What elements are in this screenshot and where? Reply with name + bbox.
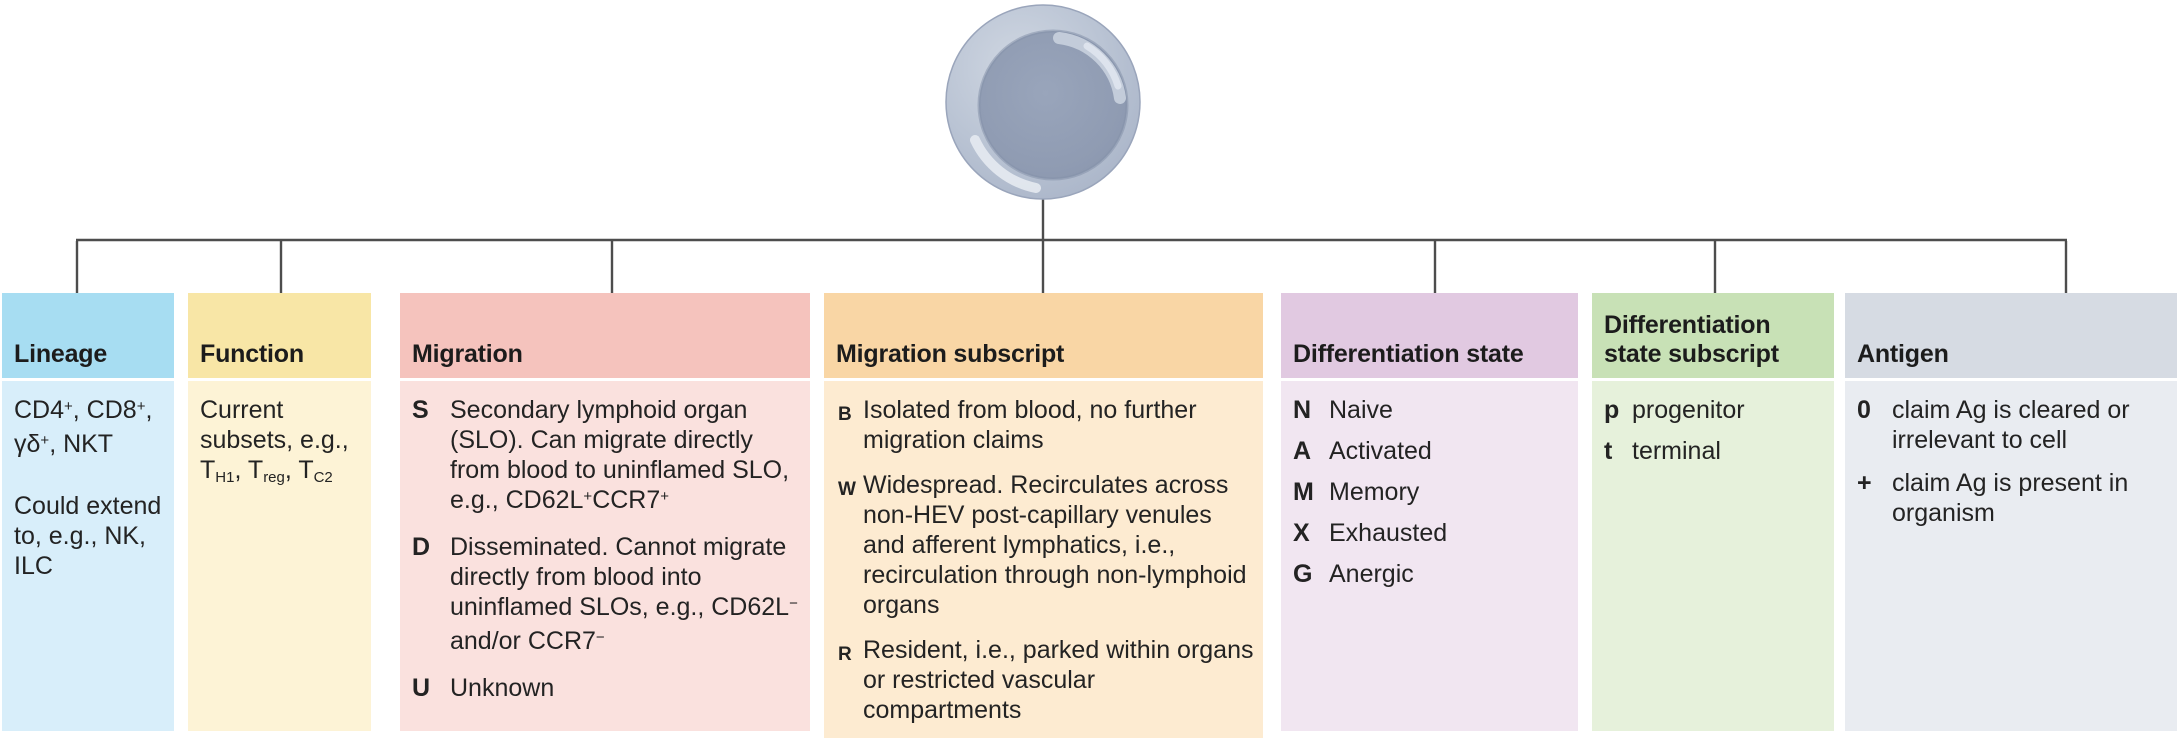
item-subscript-letter: R bbox=[838, 644, 852, 665]
cell-nucleus-rim bbox=[977, 29, 1129, 181]
item-text: Disseminated. Cannot migrate directly fr… bbox=[450, 533, 798, 655]
column-differentiation-state: Differentiation state N Naive A Activate… bbox=[1281, 293, 1578, 731]
cell-icon bbox=[945, 4, 1141, 200]
item-text: Anergic bbox=[1329, 560, 1414, 588]
legend-item-S: S Secondary lymphoid organ (SLO). Can mi… bbox=[412, 395, 802, 519]
column-antigen-body: 0 claim Ag is cleared or irrelevant to c… bbox=[1845, 381, 2177, 731]
column-migration-subscript-body: B Isolated from blood, no further migrat… bbox=[824, 381, 1263, 738]
item-letter: t bbox=[1604, 437, 1613, 465]
column-migration-subscript-header: Migration subscript bbox=[824, 293, 1263, 378]
item-text: Secondary lymphoid organ (SLO). Can migr… bbox=[450, 396, 790, 514]
column-antigen-header: Antigen bbox=[1845, 293, 2177, 378]
legend-item-0: 0 claim Ag is cleared or irrelevant to c… bbox=[1857, 395, 2169, 455]
item-text: claim Ag is present in organism bbox=[1892, 469, 2129, 527]
column-differentiation-state-header: Differentiation state bbox=[1281, 293, 1578, 378]
legend-item-R: R Resident, i.e., parked within organs o… bbox=[838, 635, 1255, 725]
column-lineage-title: Lineage bbox=[14, 340, 108, 368]
legend-item-M: M Memory bbox=[1293, 477, 1570, 507]
column-function-body: Current subsets, e.g., TH1, Treg, TC2 bbox=[188, 381, 371, 731]
legend-item-W: W Widespread. Recirculates across non-HE… bbox=[838, 470, 1255, 620]
column-function: Function Current subsets, e.g., TH1, Tre… bbox=[188, 293, 371, 731]
item-letter: 0 bbox=[1857, 396, 1871, 424]
item-text: Naive bbox=[1329, 396, 1393, 424]
cell-nucleus bbox=[979, 31, 1127, 179]
column-migration-title: Migration bbox=[412, 340, 523, 368]
item-text: Resident, i.e., parked within organs or … bbox=[863, 636, 1254, 724]
column-differentiation-state-title: Differentiation state bbox=[1293, 340, 1524, 368]
item-text: progenitor bbox=[1632, 396, 1745, 424]
column-migration-body: S Secondary lymphoid organ (SLO). Can mi… bbox=[400, 381, 810, 731]
item-letter: U bbox=[412, 674, 431, 702]
tree-line-path bbox=[75, 196, 2068, 293]
item-letter: X bbox=[1293, 519, 1310, 547]
legend-item-G: G Anergic bbox=[1293, 559, 1570, 589]
legend-item-B: B Isolated from blood, no further migrat… bbox=[838, 395, 1255, 455]
column-migration-subscript-title: Migration subscript bbox=[836, 340, 1065, 368]
item-text: terminal bbox=[1632, 437, 1721, 465]
column-lineage-body: CD4+, CD8+, γδ+, NKT Could extend to, e.… bbox=[2, 381, 174, 731]
column-differentiation-state-subscript: Differentiation state subscript p progen… bbox=[1592, 293, 1834, 731]
item-text: Widespread. Recirculates across non-HEV … bbox=[863, 471, 1247, 619]
item-letter: + bbox=[1857, 469, 1872, 497]
item-text: Exhausted bbox=[1329, 519, 1448, 547]
column-function-header: Function bbox=[188, 293, 371, 378]
column-migration-header: Migration bbox=[400, 293, 810, 378]
column-migration-subscript: Migration subscript B Isolated from bloo… bbox=[824, 293, 1263, 738]
item-subscript-letter: B bbox=[838, 404, 852, 425]
function-subsets-text: Current subsets, e.g., TH1, Treg, TC2 bbox=[200, 396, 349, 487]
legend-item-D: D Disseminated. Cannot migrate directly … bbox=[412, 532, 802, 660]
legend-item-t: t terminal bbox=[1604, 436, 1826, 466]
column-differentiation-state-subscript-title: Differentiation state subscript bbox=[1604, 311, 1779, 368]
column-antigen: Antigen 0 claim Ag is cleared or irrelev… bbox=[1845, 293, 2177, 731]
legend-item-plus: + claim Ag is present in organism bbox=[1857, 468, 2169, 528]
item-letter: p bbox=[1604, 396, 1620, 424]
legend-item-N: N Naive bbox=[1293, 395, 1570, 425]
column-migration: Migration S Secondary lymphoid organ (SL… bbox=[400, 293, 810, 731]
column-antigen-title: Antigen bbox=[1857, 340, 1949, 368]
item-text: Isolated from blood, no further migratio… bbox=[863, 396, 1197, 454]
legend-item-A: A Activated bbox=[1293, 436, 1570, 466]
column-differentiation-state-subscript-body: p progenitor t terminal bbox=[1592, 381, 1834, 731]
cell-nucleus-glint bbox=[1083, 42, 1122, 90]
column-lineage: Lineage CD4+, CD8+, γδ+, NKT Could exten… bbox=[2, 293, 174, 731]
lineage-current-text: CD4+, CD8+, γδ+, NKT bbox=[14, 396, 153, 458]
item-text: Memory bbox=[1329, 478, 1420, 506]
item-letter: N bbox=[1293, 396, 1312, 424]
legend-item-p: p progenitor bbox=[1604, 395, 1826, 425]
item-letter: A bbox=[1293, 437, 1312, 465]
cell-membrane-highlight bbox=[970, 135, 1041, 193]
column-differentiation-state-subscript-header: Differentiation state subscript bbox=[1592, 293, 1834, 378]
item-letter: M bbox=[1293, 478, 1314, 506]
item-letter: S bbox=[412, 396, 429, 424]
lineage-extend-text: Could extend to, e.g., NK, ILC bbox=[14, 492, 162, 580]
legend-item-U: U Unknown bbox=[412, 673, 802, 703]
column-lineage-header: Lineage bbox=[2, 293, 174, 378]
column-differentiation-state-body: N Naive A Activated M Memory X Exhausted… bbox=[1281, 381, 1578, 731]
item-text: Unknown bbox=[450, 674, 555, 702]
item-letter: G bbox=[1293, 560, 1313, 588]
item-text: claim Ag is cleared or irrelevant to cel… bbox=[1892, 396, 2130, 454]
column-function-title: Function bbox=[200, 340, 304, 368]
item-letter: D bbox=[412, 533, 431, 561]
item-text: Activated bbox=[1329, 437, 1432, 465]
item-subscript-letter: W bbox=[838, 479, 856, 500]
legend-item-X: X Exhausted bbox=[1293, 518, 1570, 548]
